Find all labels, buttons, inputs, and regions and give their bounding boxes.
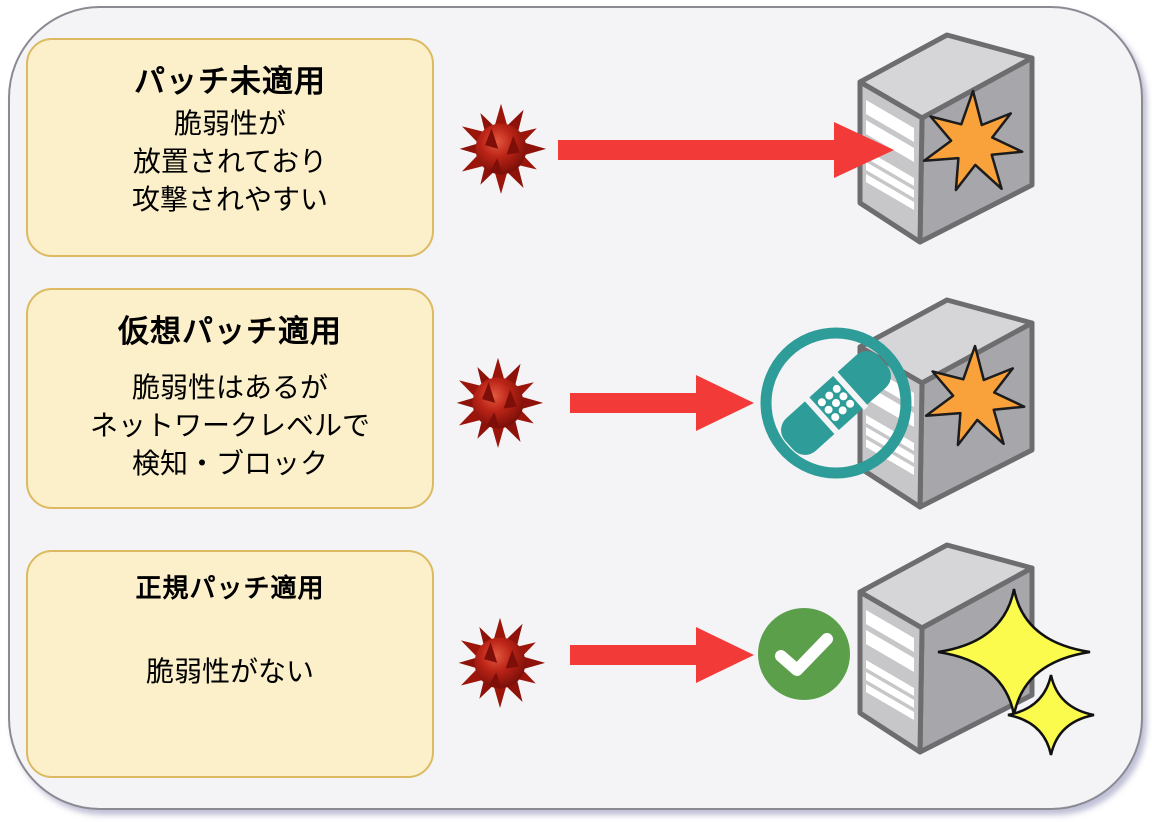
explosion-burst-icon (922, 89, 1024, 192)
body-line: 攻撃されやすい (131, 184, 328, 215)
arrow-right-icon (558, 122, 894, 178)
sparkle-icon (937, 588, 1095, 756)
info-box-official-patch: 正規パッチ適用 脆弱性がない (26, 550, 434, 778)
box-body: 脆弱性が 放置されており 攻撃されやすい (28, 105, 432, 219)
virus-icon (458, 617, 546, 708)
box-body: 脆弱性はあるが ネットワークレベルで 検知・ブロック (28, 369, 432, 483)
box-title: パッチ未適用 (134, 64, 326, 99)
box-body: 脆弱性がない (28, 653, 432, 691)
body-line: ネットワークレベルで (89, 410, 370, 441)
check-circle-icon (758, 608, 850, 700)
body-line: 脆弱性はあるが (131, 372, 328, 403)
explosion-burst-icon (924, 344, 1026, 447)
arrow-right-icon (570, 375, 754, 431)
box-title: 正規パッチ適用 (135, 573, 325, 603)
info-box-unpatched: パッチ未適用 脆弱性が 放置されており 攻撃されやすい (26, 38, 434, 257)
virus-icon (456, 357, 544, 448)
body-line: 放置されており (132, 146, 328, 177)
info-box-virtual-patch: 仮想パッチ適用 脆弱性はあるが ネットワークレベルで 検知・ブロック (26, 288, 434, 509)
body-line: 検知・ブロック (131, 448, 328, 479)
virtual-patch-bandage-icon (760, 327, 912, 479)
body-line: 脆弱性が (173, 108, 286, 139)
virus-icon (459, 103, 547, 194)
body-line: 脆弱性がない (145, 656, 314, 687)
arrow-right-icon (570, 627, 754, 683)
box-title: 仮想パッチ適用 (118, 314, 342, 349)
